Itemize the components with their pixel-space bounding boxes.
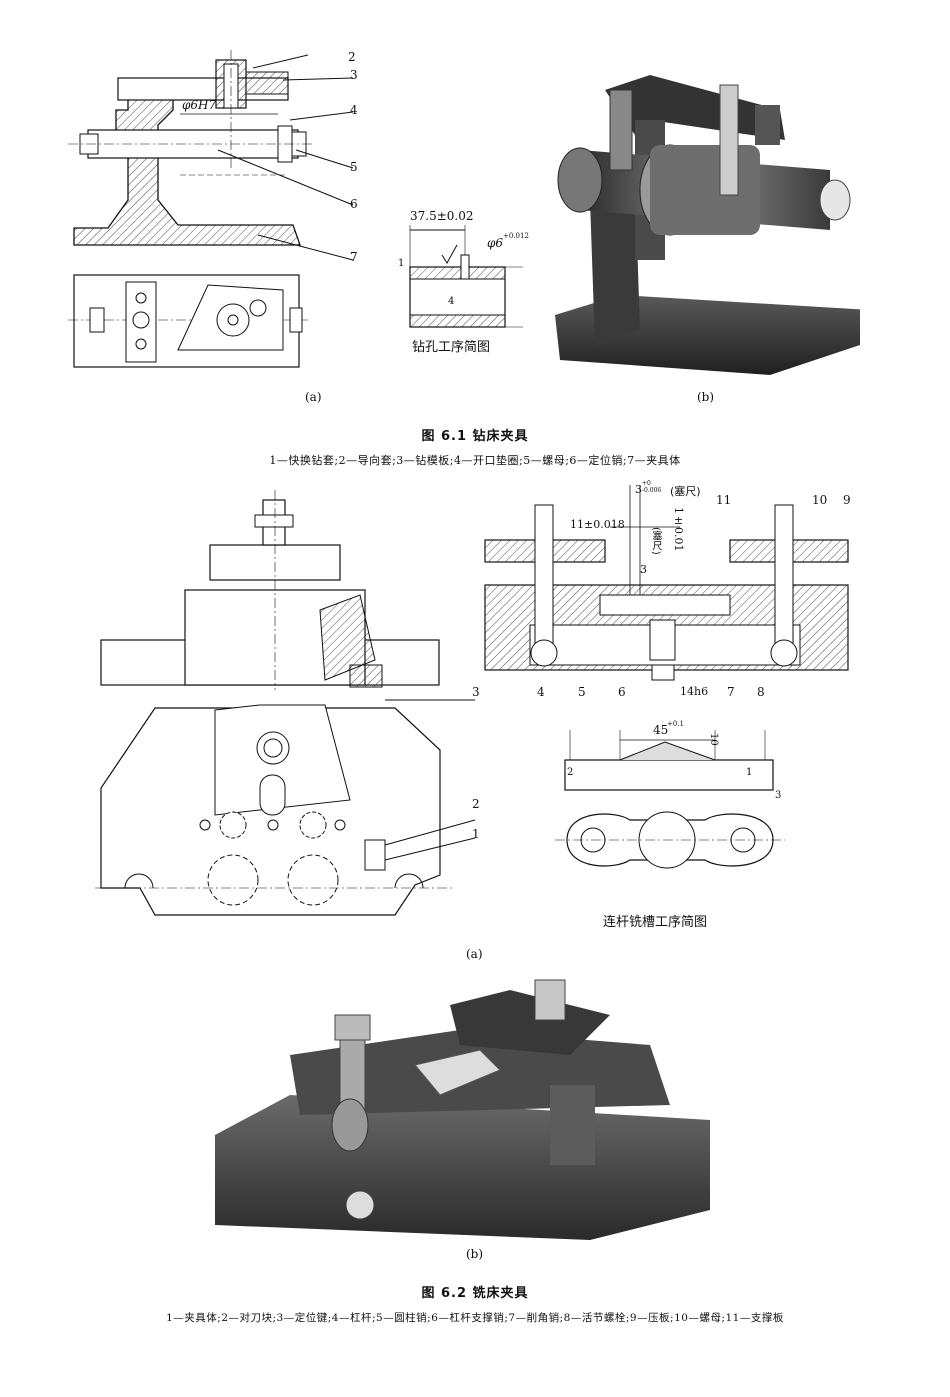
drill-jig-render — [555, 75, 860, 375]
callout-4: 4 — [350, 103, 358, 117]
callout-5: 5 — [350, 160, 358, 174]
milling-jig-section — [484, 485, 849, 681]
fig1-sub-b: (b) — [697, 390, 715, 404]
fig2-dim-d3-note: (塞尺) — [650, 527, 661, 555]
conrod-op-caption: 连杆铣槽工序简图 — [603, 915, 708, 930]
fig2-callout-7: 7 — [727, 685, 735, 699]
fig2-callout-5: 5 — [578, 685, 586, 699]
fig2-dim-d1-tol: +0 -0.006 — [642, 480, 662, 494]
drilling-op-sketch — [409, 225, 523, 328]
fig2-callout-1: 1 — [472, 827, 480, 841]
milling-jig-drawing — [95, 490, 476, 916]
callout-7: 7 — [350, 250, 358, 264]
conrod-rough-2: 2 — [567, 767, 574, 778]
fig2-dim-d5: 14h6 — [680, 685, 709, 698]
fig2-dim-d2: 11±0.018 — [570, 518, 625, 531]
fig2-callout-8: 8 — [757, 685, 765, 699]
fig2-legend: 1—夹具体;2—对刀块;3—定位键;4—杠杆;5—圆柱销;6—杠杆支撑销;7—削… — [166, 1312, 784, 1324]
fig2-dim-d4: 1±0.01 — [672, 507, 685, 552]
figure-6-1: 2 3 4 5 6 7 φ6H7 37.5±0.02 φ6 +0.012 1 4… — [0, 0, 950, 410]
conrod-rough-1: 1 — [746, 767, 753, 778]
conrod-rough-3: 3 — [775, 790, 782, 801]
fig2-dim-d1: 3 — [635, 483, 642, 496]
fig2-dim-d1-note: (塞尺) — [670, 485, 701, 498]
fig2-title: 图 6.2 铣床夹具 — [421, 1286, 529, 1301]
fig2-callout-11: 11 — [716, 493, 732, 507]
fig2-dim-d3: 3 — [640, 563, 647, 576]
op-dim-hole-tol: +0.012 — [503, 232, 529, 240]
milling-jig-render — [215, 979, 710, 1240]
op-dim-length: 37.5±0.02 — [410, 209, 474, 223]
fig2-callout-4: 4 — [537, 685, 545, 699]
fig2-callout-2: 2 — [472, 797, 480, 811]
op-rough-4: 4 — [448, 296, 455, 307]
op-rough-1: 1 — [398, 258, 405, 269]
dim-h7: φ6H7 — [182, 98, 217, 112]
op-dim-hole: φ6 — [487, 236, 504, 250]
conrod-op-sketch — [555, 730, 785, 869]
fig2-callout-10: 10 — [812, 493, 828, 507]
drill-jig-drawing — [68, 50, 354, 368]
fig1-sub-a: (a) — [305, 390, 322, 404]
fig2-callout-3: 3 — [472, 685, 480, 699]
fig2-callout-6: 6 — [618, 685, 626, 699]
fig2-callout-9: 9 — [843, 493, 851, 507]
fig1-title: 图 6.1 钻床夹具 — [421, 429, 529, 444]
fig2-sub-a: (a) — [466, 947, 483, 961]
callout-6: 6 — [350, 197, 358, 211]
fig1-legend: 1—快换钻套;2—导向套;3—钻模板;4—开口垫圈;5—螺母;6—定位销;7—夹… — [269, 454, 681, 467]
conrod-dim-10: 10 — [708, 733, 719, 746]
callout-2: 2 — [348, 50, 356, 64]
figure-6-2-a: 3 2 1 3 +0 -0.006 (塞尺) 11±0.018 3 (塞尺) 1… — [0, 475, 950, 970]
conrod-dim-width: 45 — [653, 723, 669, 737]
fig2-sub-b: (b) — [466, 1247, 484, 1261]
callout-3: 3 — [350, 68, 358, 82]
conrod-dim-width-tol: +0.1 — [667, 720, 684, 728]
drilling-op-caption: 钻孔工序简图 — [412, 340, 491, 355]
